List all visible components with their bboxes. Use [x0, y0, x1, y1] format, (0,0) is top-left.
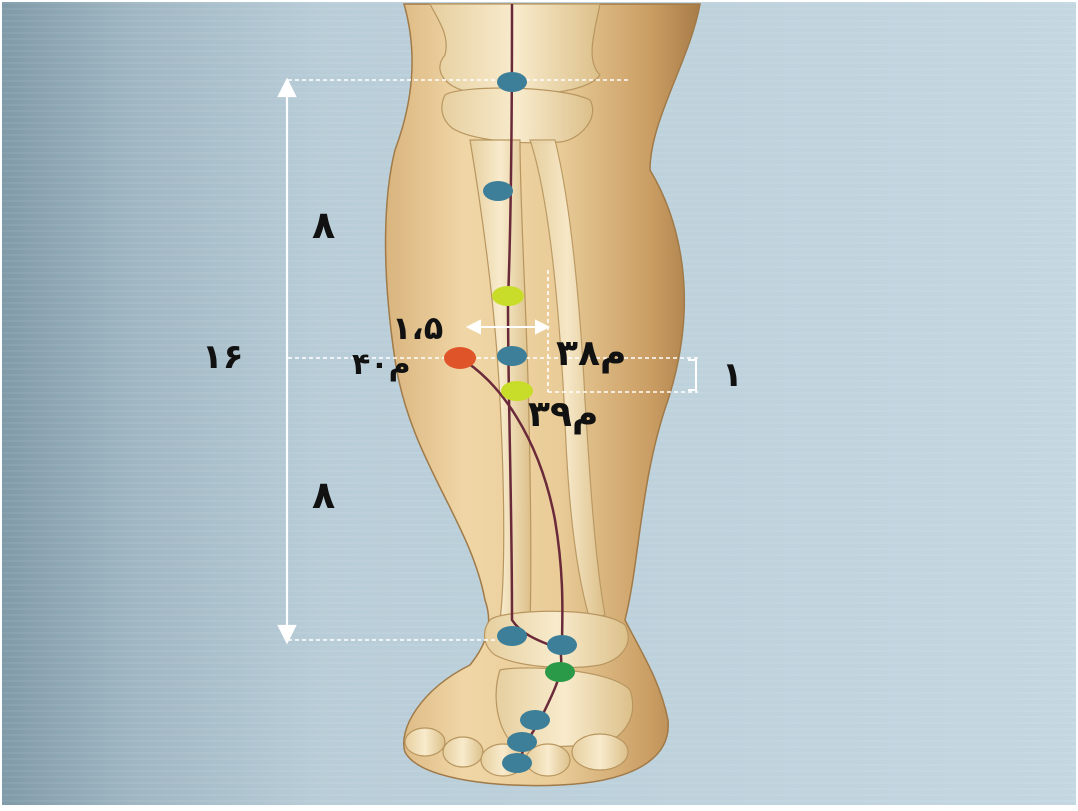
vertical-offset-label: ١ — [722, 358, 743, 392]
point-m38-label: م٣٨ — [556, 336, 626, 372]
upper-span-label: ٨ — [312, 206, 335, 244]
acupoint-green — [545, 662, 575, 682]
acupoint-m40 — [444, 347, 476, 369]
acupoint-ankle-upper — [497, 626, 527, 646]
acupoint-foot-1 — [520, 710, 550, 730]
acupoint-m38 — [497, 346, 527, 366]
lateral-offset-label: ١،۵ — [392, 312, 443, 344]
lower-span-label: ٨ — [312, 476, 335, 514]
acupoint-foot-2 — [507, 732, 537, 752]
acupoint-ankle — [547, 635, 577, 655]
total-span-label: ١۶ — [202, 340, 244, 374]
acupoint-yellow-upper — [492, 286, 524, 306]
acupoint-upper-shin — [483, 181, 513, 201]
acupoint-foot-3 — [502, 753, 532, 773]
point-m39-label: م٣٩ — [528, 397, 598, 433]
point-m40-label: م۴٠ — [352, 350, 411, 380]
acupoint-knee — [497, 72, 527, 92]
